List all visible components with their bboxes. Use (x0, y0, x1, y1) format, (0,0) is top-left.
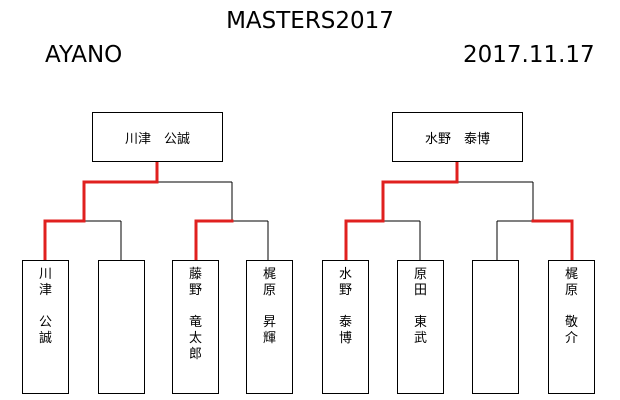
player-box: 梶 原 敬 介 (548, 260, 595, 394)
venue-label: AYANO (45, 42, 123, 68)
player-name: 原 田 東 武 (413, 267, 427, 346)
player-name: 梶 原 敬 介 (564, 267, 578, 346)
right-winner-box: 水野 泰博 (392, 112, 523, 162)
player-box (472, 260, 519, 394)
date-label: 2017.11.17 (463, 42, 595, 68)
player-box (98, 260, 145, 394)
player-box: 川 津 公 誠 (22, 260, 69, 394)
player-box: 梶 原 昇 輝 (246, 260, 293, 394)
tournament-title: MASTERS2017 (226, 8, 394, 34)
player-box: 藤 野 竜 太 郎 (172, 260, 219, 394)
left-winner-box: 川津 公誠 (92, 112, 223, 162)
player-name: 藤 野 竜 太 郎 (188, 267, 202, 362)
player-box: 水 野 泰 博 (322, 260, 369, 394)
player-name: 水 野 泰 博 (338, 267, 352, 346)
player-name: 川 津 公 誠 (38, 267, 52, 346)
player-box: 原 田 東 武 (397, 260, 444, 394)
player-name: 梶 原 昇 輝 (262, 267, 276, 346)
